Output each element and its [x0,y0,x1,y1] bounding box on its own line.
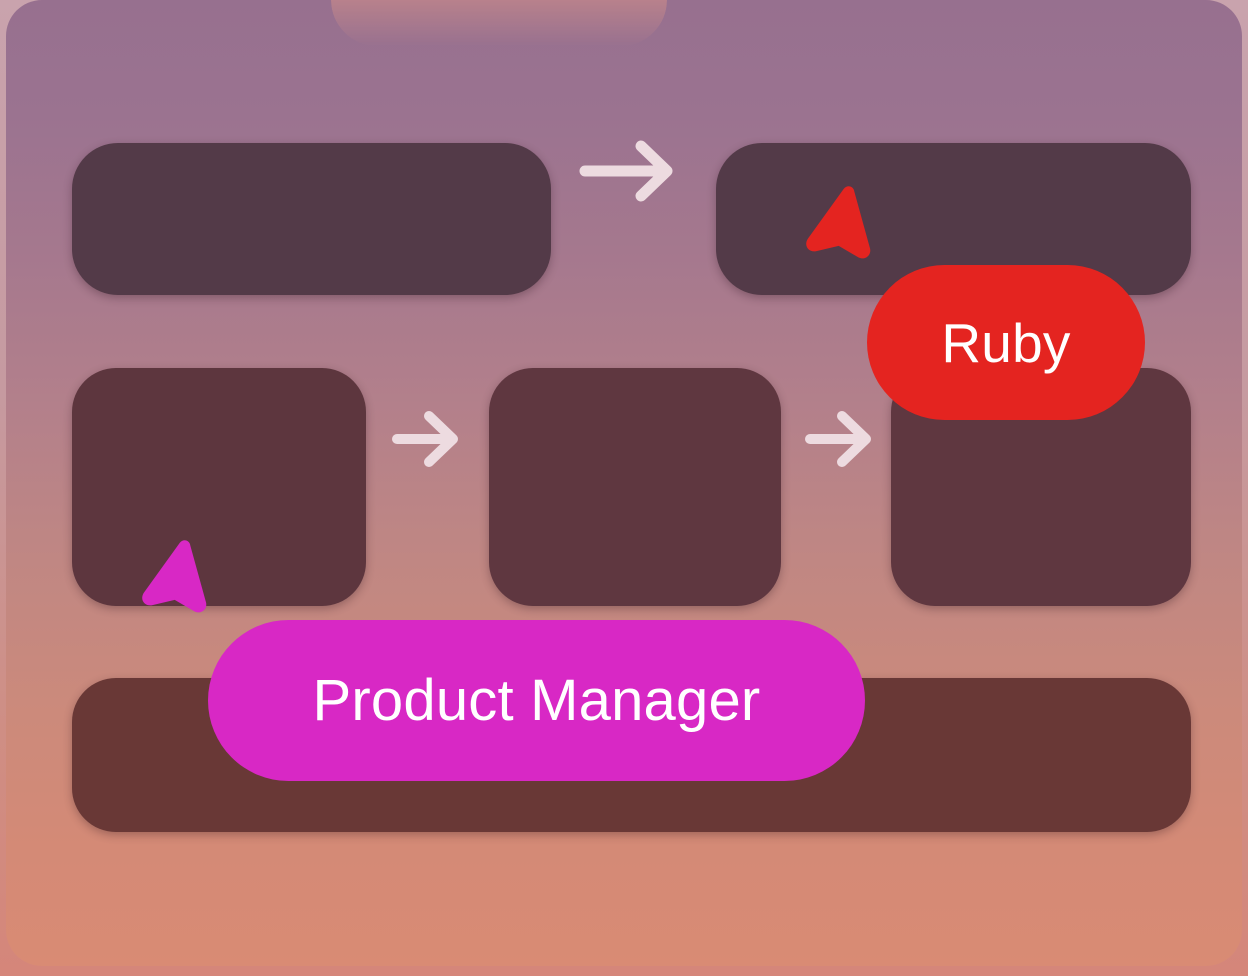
collaborator-badge-product-manager[interactable]: Product Manager [208,620,865,781]
collaborator-name-ruby: Ruby [941,311,1071,374]
cursor-pointer-icon [134,540,220,626]
whiteboard-canvas[interactable]: Ruby Product Manager [6,0,1242,966]
clipped-collaborator-badge [331,0,667,46]
arrow-right-icon [391,410,463,468]
arrow-right-icon [804,410,876,468]
cursor-pointer-icon [798,186,884,272]
arrow-right-icon [579,140,679,202]
collaborator-badge-ruby[interactable]: Ruby [867,265,1145,420]
collaborator-name-product-manager: Product Manager [312,668,761,733]
canvas-node-r2c2[interactable] [489,368,781,606]
canvas-node-r1c1[interactable] [72,143,551,295]
canvas-node-r2c1[interactable] [72,368,366,606]
